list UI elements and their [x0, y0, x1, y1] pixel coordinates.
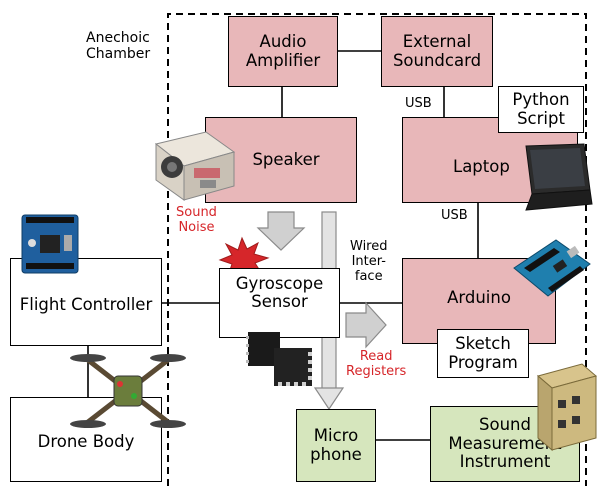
gyroscope-line1: Gyroscope	[235, 274, 324, 293]
audio-amplifier-line2: Amplifier	[245, 50, 321, 70]
sketch-program-line1: Sketch	[455, 334, 511, 354]
microphone-line2: phone	[310, 444, 362, 464]
sound-arrow	[256, 211, 306, 251]
audio-amplifier-line1: Audio	[259, 32, 307, 52]
wired-interface-line2: Inter-	[351, 253, 386, 269]
sound-noise-label: Sound Noise	[176, 205, 217, 236]
drone-body-label: Drone Body	[37, 432, 135, 452]
read-arrow	[345, 301, 387, 349]
external-soundcard-line2: Soundcard	[392, 50, 482, 70]
sound-measurement-line3: Instrument	[459, 452, 551, 472]
gyro-chip-photo	[246, 332, 312, 386]
sound-noise-line1: Sound	[176, 205, 217, 220]
speaker-label: Speaker	[252, 149, 320, 169]
chamber-label-line1: Anechoic	[86, 30, 150, 46]
sound-path-head	[313, 387, 345, 411]
sound-measurement-line2: Measurement	[448, 433, 562, 453]
wired-interface-line3: face	[354, 268, 383, 284]
laptop-label: Laptop	[453, 156, 510, 176]
sound-noise-line2: Noise	[178, 219, 215, 235]
usb-mid-label: USB	[441, 208, 468, 223]
drone-photo	[70, 354, 186, 428]
wired-interface-line1: Wired	[350, 239, 388, 254]
chamber-label-line2: Chamber	[86, 46, 151, 63]
flight-controller-board-photo	[21, 214, 79, 274]
sound-instrument-photo	[536, 363, 598, 452]
microphone-line1: Micro	[313, 426, 359, 446]
sound-measurement-line1: Sound	[479, 415, 531, 435]
laptop-photo	[525, 143, 593, 211]
arduino-board-photo	[513, 239, 591, 297]
drone-body-box: Drone Body	[10, 397, 162, 482]
python-script-line2: Script	[517, 108, 565, 128]
chamber-label: Anechoic Chamber	[86, 30, 150, 62]
read-registers-line1: Read	[359, 349, 393, 364]
python-script-line1: Python	[512, 90, 570, 110]
external-soundcard-line1: External	[402, 32, 472, 52]
read-registers-label: Read Registers	[346, 349, 407, 380]
sketch-program-line2: Program	[448, 352, 518, 372]
arduino-label: Arduino	[447, 288, 511, 307]
read-registers-line2: Registers	[346, 363, 407, 379]
speaker-photo	[154, 131, 236, 201]
gyroscope-line2: Sensor	[251, 292, 308, 312]
wired-interface-label: Wired Inter- face	[350, 239, 388, 285]
flight-controller-label: Flight Controller	[19, 294, 153, 314]
usb-top-label: USB	[405, 96, 432, 111]
